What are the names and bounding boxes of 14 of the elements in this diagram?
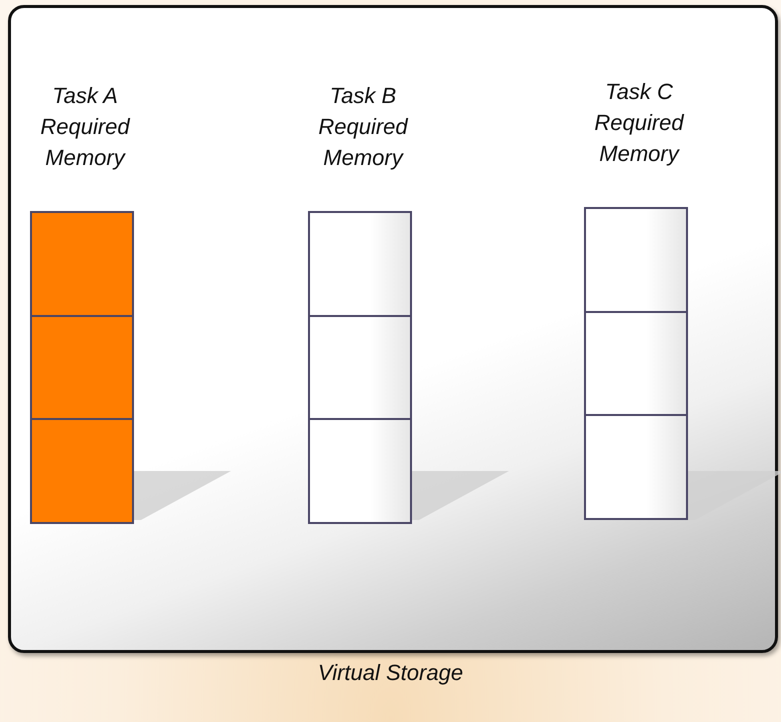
task-title: Task C Required Memory bbox=[593, 78, 686, 168]
storage-frame bbox=[8, 5, 778, 653]
memory-block bbox=[584, 414, 688, 520]
memory-block bbox=[308, 418, 412, 524]
memory-block bbox=[308, 314, 412, 420]
memory-block bbox=[30, 418, 134, 524]
memory-block bbox=[584, 207, 688, 312]
memory-block bbox=[30, 211, 134, 316]
memory-block bbox=[30, 314, 134, 420]
memory-block bbox=[584, 310, 688, 416]
memory-block bbox=[308, 211, 412, 316]
task-title: Task A Required Memory bbox=[39, 82, 132, 172]
task-title: Task B Required Memory bbox=[317, 82, 410, 172]
storage-label: Virtual Storage bbox=[316, 660, 464, 686]
